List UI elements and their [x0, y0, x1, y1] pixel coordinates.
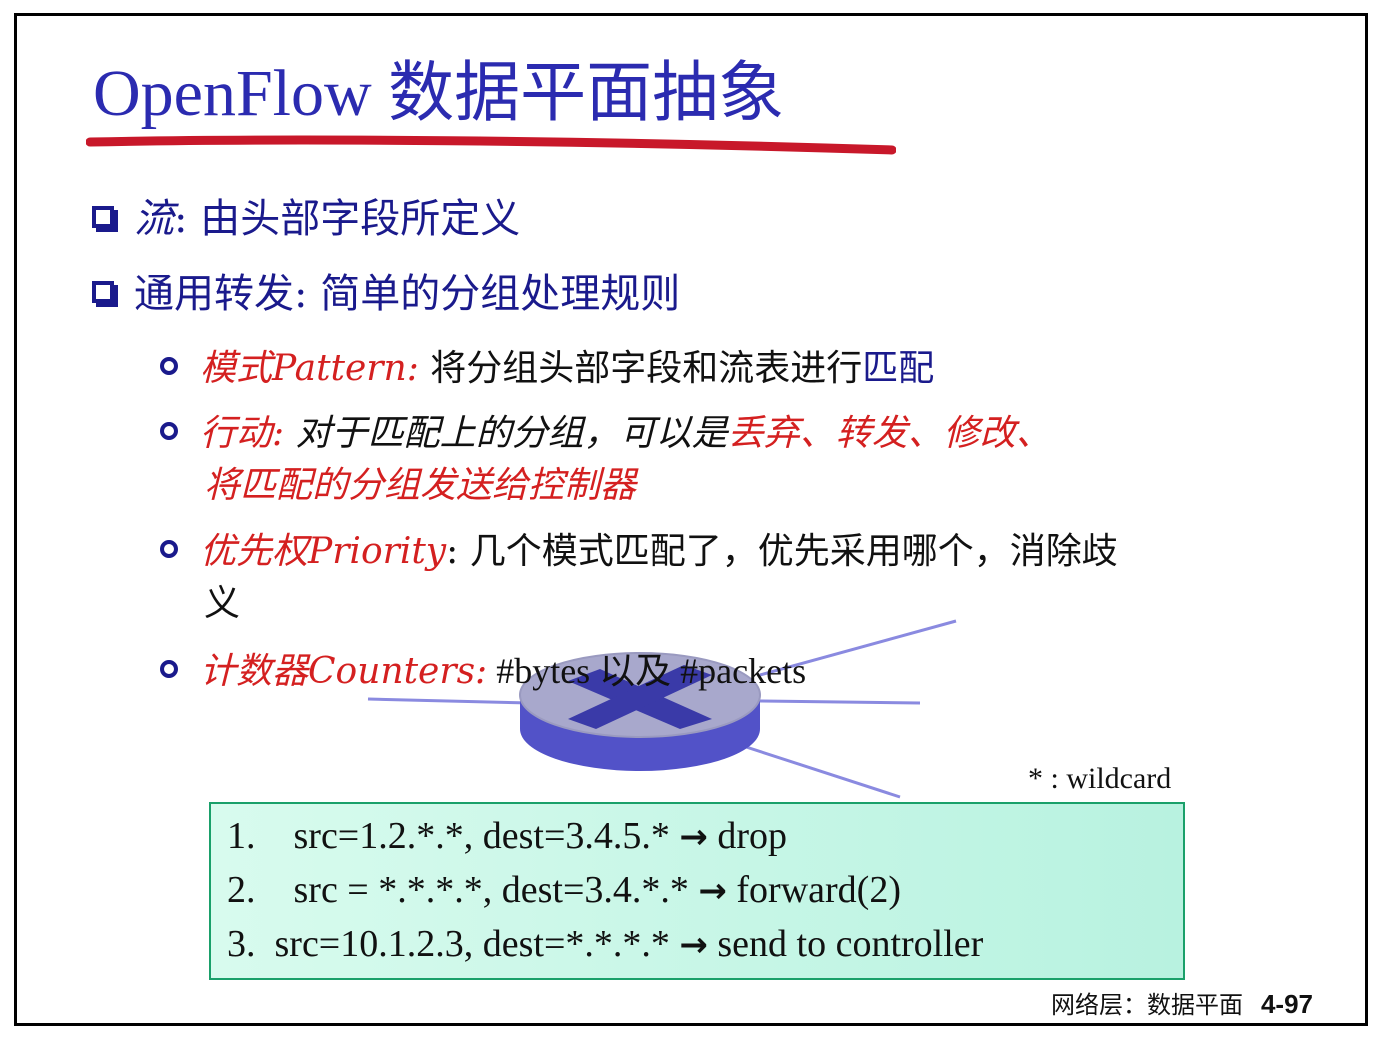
- flow-rule-3: 3. src=10.1.2.3, dest=*.*.*.* → send to …: [227, 922, 983, 966]
- sub-bullet-priority: 优先权Priority: 几个模式匹配了，优先采用哪个，消除歧 义: [160, 526, 1118, 630]
- flow-rule-2: 2. src = *.*.*.*, dest=3.4.*.* → forward…: [227, 868, 901, 912]
- pattern-tail: 匹配: [862, 348, 935, 389]
- bullet-forwarding-label: 通用转发: [134, 271, 294, 317]
- rule-3-match: src=10.1.2.3, dest=*.*.*.*: [274, 923, 670, 965]
- action-line2: 将匹配的分组发送给控制器: [204, 465, 637, 507]
- rule-1-match: src=1.2.*.*, dest=3.4.5.*: [293, 815, 670, 857]
- title-underline: [86, 135, 896, 155]
- pattern-text: 将分组头部字段和流表进行: [418, 348, 863, 389]
- square-bullet-icon: [92, 206, 114, 228]
- circle-bullet-icon: [160, 422, 178, 440]
- rule-3-number: 3.: [227, 923, 256, 965]
- action-text: 对于匹配上的分组，可以是: [284, 413, 728, 454]
- action-highlight: 丢弃、转发、修改、: [727, 413, 1052, 454]
- arrow-right-icon: →: [679, 817, 708, 857]
- action-label: 行动:: [200, 413, 285, 454]
- arrow-right-icon: →: [679, 925, 708, 965]
- arrow-right-icon: →: [698, 871, 727, 911]
- flow-rules-box: 1. src=1.2.*.*, dest=3.4.5.* → drop 2. s…: [209, 802, 1185, 980]
- circle-bullet-icon: [160, 540, 178, 558]
- rule-1-number: 1.: [227, 815, 256, 857]
- circle-bullet-icon: [160, 357, 178, 375]
- counters-text: #bytes 以及 #packets: [487, 651, 807, 691]
- rule-3-action: send to controller: [717, 923, 984, 965]
- bullet-flow: 流: 由头部字段所定义: [92, 195, 520, 243]
- wildcard-note: * : wildcard: [1028, 762, 1172, 795]
- pattern-label: 模式Pattern:: [200, 348, 419, 389]
- slide-title: OpenFlow 数据平面抽象: [93, 57, 785, 130]
- sub-bullet-pattern: 模式Pattern: 将分组头部字段和流表进行匹配: [160, 343, 934, 395]
- flow-rule-1: 1. src=1.2.*.*, dest=3.4.5.* → drop: [227, 814, 787, 858]
- circle-bullet-icon: [160, 660, 178, 678]
- priority-label: 优先权Priority: [200, 531, 447, 572]
- router-icon: [367, 619, 957, 799]
- bullet-flow-text: : 由头部字段所定义: [174, 196, 521, 242]
- priority-text: : 几个模式匹配了，优先采用哪个，消除歧: [446, 531, 1118, 572]
- rule-2-number: 2.: [227, 869, 256, 911]
- sub-bullet-action: 行动: 对于匹配上的分组，可以是丢弃、转发、修改、 将匹配的分组发送给控制器: [160, 408, 1052, 512]
- page-number: 4-97: [1260, 989, 1313, 1019]
- sub-bullet-counters: 计数器Counters: #bytes 以及 #packets: [160, 645, 806, 698]
- counters-label: 计数器Counters:: [200, 651, 488, 692]
- rule-2-match: src = *.*.*.*, dest=3.4.*.*: [293, 869, 689, 911]
- slide-footer: 网络层：数据平面 4-97: [1051, 985, 1313, 1020]
- rule-1-action: drop: [717, 815, 788, 857]
- bullet-flow-label: 流: [134, 196, 174, 242]
- bullet-generic-forwarding: 通用转发: 简单的分组处理规则: [92, 270, 680, 318]
- rule-2-action: forward(2): [736, 869, 901, 911]
- footer-section: 网络层：数据平面: [1050, 991, 1243, 1019]
- bullet-forwarding-text: : 简单的分组处理规则: [294, 271, 681, 317]
- square-bullet-icon: [92, 281, 114, 303]
- priority-line2: 义: [204, 583, 241, 625]
